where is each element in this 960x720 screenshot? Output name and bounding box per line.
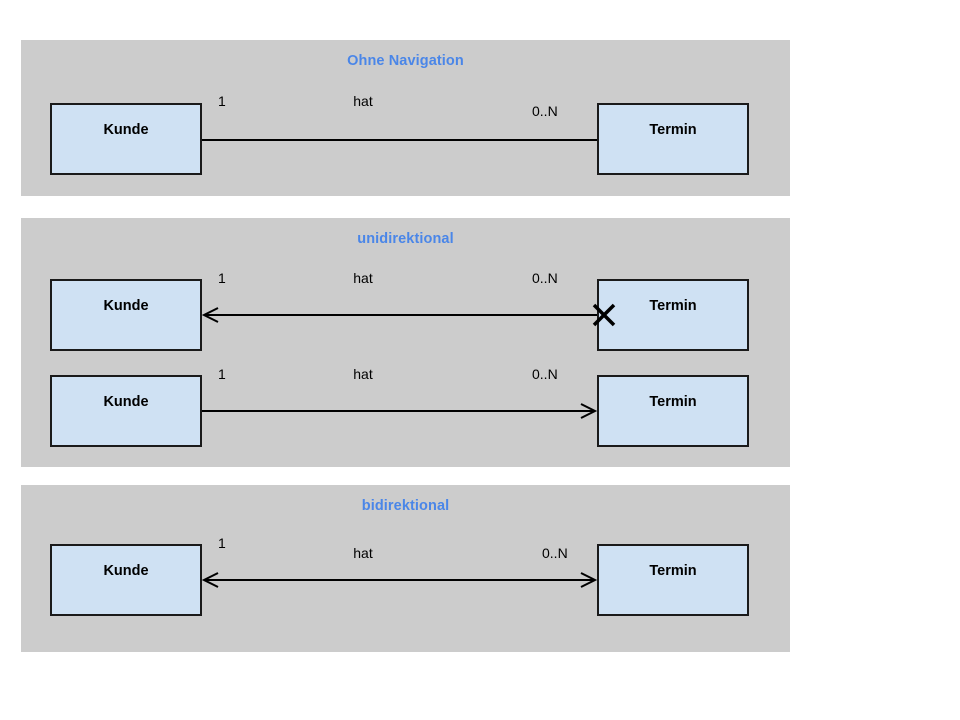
entity-label-kunde: Kunde: [103, 563, 149, 579]
entity-label-kunde: Kunde: [103, 122, 149, 138]
entity-box-kunde[interactable]: Kunde: [50, 103, 202, 175]
panel-ohne-navigation: Ohne Navigation Kunde Termin 1 hat 0..N: [21, 40, 790, 196]
entity-box-termin[interactable]: Termin: [597, 375, 749, 447]
multiplicity-right-label: 0..N: [532, 366, 558, 382]
panel-title-bidirektional: bidirektional: [361, 498, 450, 514]
panel-bidirektional: bidirektional Kunde Termin 1 hat 0..N: [21, 485, 790, 652]
association-arrow-to-termin: [202, 403, 598, 419]
entity-box-termin[interactable]: Termin: [597, 544, 749, 616]
multiplicity-right-label: 0..N: [542, 545, 568, 561]
entity-label-termin: Termin: [649, 122, 697, 138]
entity-label-termin: Termin: [649, 563, 697, 579]
entity-box-kunde[interactable]: Kunde: [50, 544, 202, 616]
panel-unidirektional: unidirektional Kunde Termin 1 hat 0..N K…: [21, 218, 790, 467]
association-name-label: hat: [353, 545, 373, 561]
association-arrow-bidirectional: [201, 572, 598, 588]
multiplicity-left-label: 1: [218, 535, 226, 551]
entity-box-termin[interactable]: Termin: [597, 279, 749, 351]
entity-label-kunde: Kunde: [103, 298, 149, 314]
multiplicity-right-label: 0..N: [532, 270, 558, 286]
panel-title-ohne-navigation: Ohne Navigation: [347, 53, 464, 69]
entity-box-termin[interactable]: Termin: [597, 103, 749, 175]
association-line-plain: [202, 139, 597, 141]
entity-label-termin: Termin: [649, 298, 697, 314]
multiplicity-left-label: 1: [218, 270, 226, 286]
panel-title-unidirektional: unidirektional: [357, 231, 454, 247]
association-name-label: hat: [353, 366, 373, 382]
association-name-label: hat: [353, 270, 373, 286]
multiplicity-left-label: 1: [218, 93, 226, 109]
association-name-label: hat: [353, 93, 373, 109]
entity-label-termin: Termin: [649, 394, 697, 410]
multiplicity-right-label: 0..N: [532, 103, 558, 119]
multiplicity-left-label: 1: [218, 366, 226, 382]
entity-label-kunde: Kunde: [103, 394, 149, 410]
entity-box-kunde[interactable]: Kunde: [50, 279, 202, 351]
navigation-blocked-x-icon: [592, 303, 616, 327]
entity-box-kunde[interactable]: Kunde: [50, 375, 202, 447]
association-arrow-to-kunde: [201, 307, 597, 323]
